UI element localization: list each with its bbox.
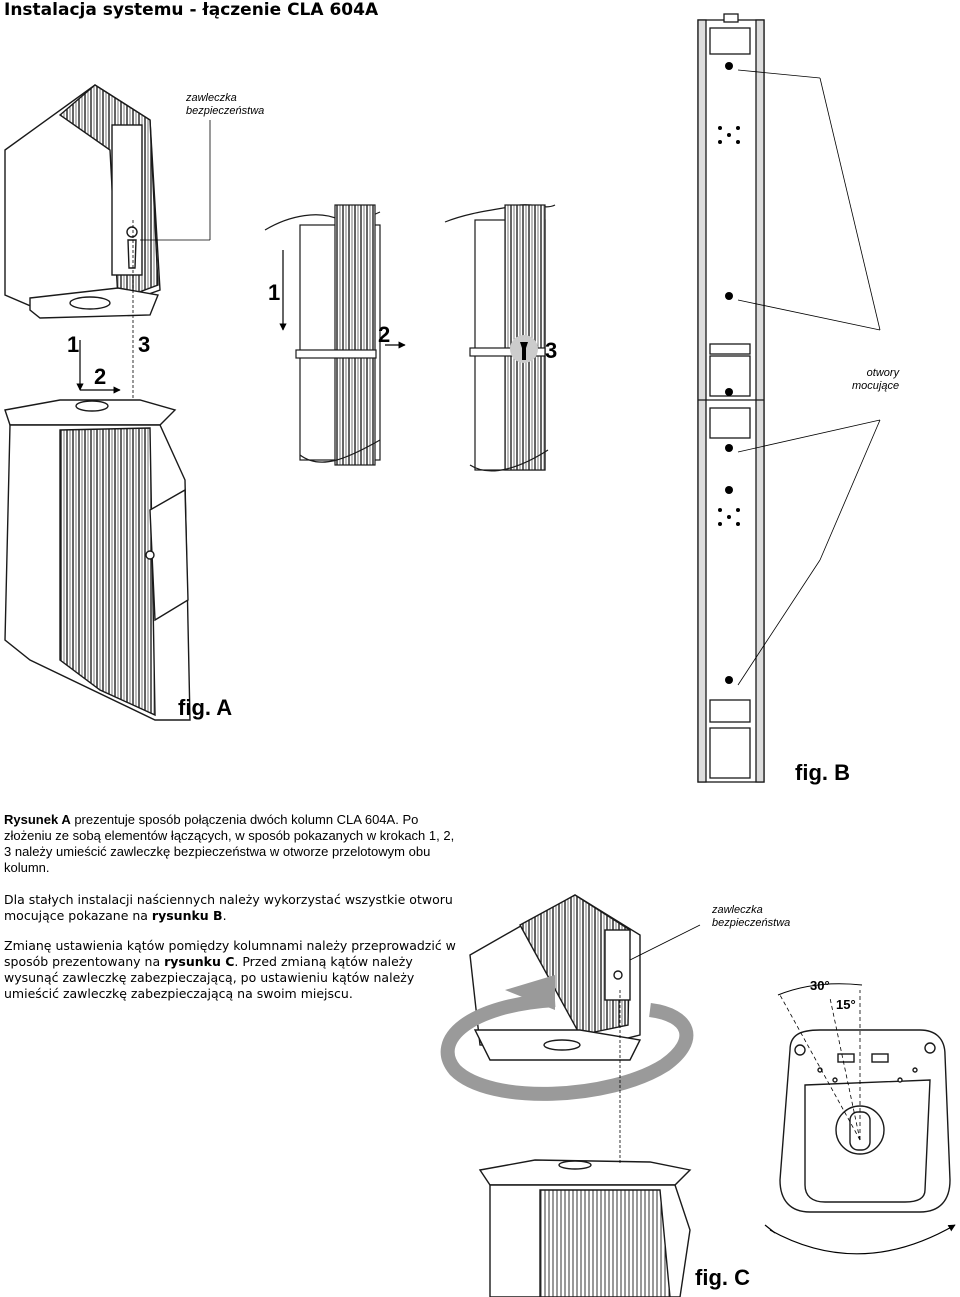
fig-a-callout-pin: zawleczka bezpieczeństwa: [186, 92, 264, 118]
fig-b-callout-lines: [737, 69, 881, 686]
p2-a: Dla stałych instalacji naściennych należ…: [4, 892, 453, 923]
fig-c-label: fig. C: [695, 1265, 750, 1290]
fig-a-mid-column: [264, 204, 381, 466]
fig-a-mid-step-1: 1: [268, 280, 281, 305]
fig-b-column: [697, 13, 765, 783]
fig-c-callout-line: [629, 924, 701, 961]
fig-a-upper-speaker: [4, 84, 161, 319]
fig-a-step-3: 3: [138, 332, 151, 357]
fig-a-pin-icon: [520, 342, 528, 360]
ref-rysunek-b: rysunku B: [151, 908, 223, 923]
fig-a-callout-line1: zawleczka: [186, 92, 237, 104]
fig-c-swing-arc: [769, 1224, 956, 1255]
paragraph-fig-b: Dla stałych instalacji naściennych należ…: [4, 892, 459, 924]
fig-a-right-column: [444, 204, 556, 472]
fig-c-angle-30: 30°: [810, 978, 830, 993]
fig-c-angle-15: 15°: [836, 997, 856, 1012]
fig-c-angle-arc: [777, 983, 863, 996]
p1-line1: prezentuje sposób połączenia dwóch kolum…: [70, 812, 399, 827]
fig-c-lower-speaker: [478, 1159, 692, 1297]
fig-b-callout-holes: otwory mocujące: [852, 367, 899, 393]
fig-c-top-plate: [779, 1029, 951, 1213]
fig-c-callout-line1: zawleczka: [712, 904, 763, 916]
p3-a: Zmianę ustawienia kątów pomiędzy kolumna…: [4, 938, 456, 969]
p2-b: .: [222, 908, 227, 923]
paragraph-fig-a: Rysunek A prezentuje sposób połączenia d…: [4, 812, 459, 876]
paragraph-fig-c: Zmianę ustawienia kątów pomiędzy kolumna…: [4, 938, 459, 1002]
fig-a-label: fig. A: [178, 695, 233, 720]
page-title: Instalacja systemu - łączenie CLA 604A: [4, 0, 379, 20]
fig-c-rotation-arrow: [440, 993, 694, 1101]
fig-b-label: fig. B: [795, 760, 850, 785]
fig-a-step-1: 1: [67, 332, 80, 357]
fig-b-callout-line2: mocujące: [852, 380, 900, 392]
fig-b-mount-holes: [718, 62, 740, 684]
fig-a-step-2: 2: [94, 364, 107, 389]
fig-a-lower-speaker: [4, 399, 191, 721]
p1-rest: Po złożeniu ze sobą elementów łączących,…: [4, 812, 455, 875]
fig-a-mid-step-3: 3: [545, 338, 558, 363]
fig-c-callout-pin: zawleczka bezpieczeństwa: [712, 904, 790, 930]
p3-b: . Przed zmianą kątów należy wysunąć zawl…: [4, 954, 415, 1001]
fig-a-callout-line2: bezpieczeństwa: [186, 105, 265, 117]
fig-a-mid-step-2: 2: [378, 322, 391, 347]
fig-c-angle-lines: [779, 990, 861, 1141]
ref-rysunek-c: rysunku C: [164, 954, 235, 969]
description-block: Rysunek A prezentuje sposób połączenia d…: [4, 812, 459, 1002]
fig-b-callout-line1: otwory: [866, 367, 900, 379]
ref-rysunek-a: Rysunek A: [4, 812, 71, 827]
fig-c-callout-line2: bezpieczeństwa: [712, 917, 791, 929]
